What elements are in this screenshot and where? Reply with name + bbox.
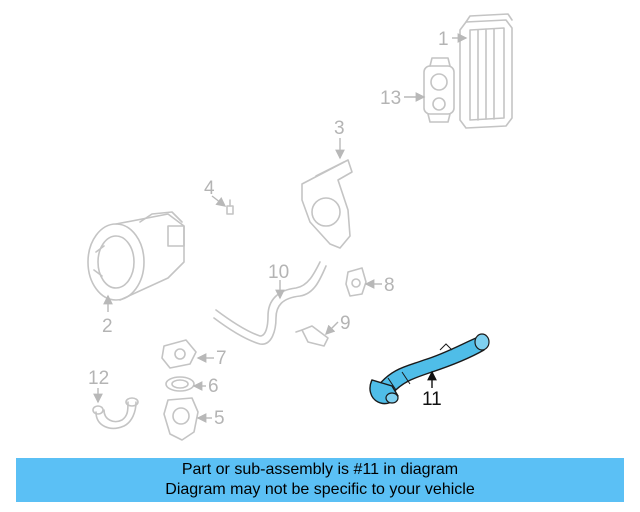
callout-6: 6 xyxy=(208,376,219,397)
part-11-hose-highlighted xyxy=(369,333,490,405)
part-10-hose xyxy=(213,261,327,345)
part-4-bolt xyxy=(226,199,234,215)
caption-line-2: Diagram may not be specific to your vehi… xyxy=(165,481,475,498)
callout-11: 11 xyxy=(422,389,442,410)
part-5-valve-body xyxy=(163,397,199,441)
part-8-gasket xyxy=(345,267,367,297)
part-7-flange xyxy=(161,339,197,369)
callout-7: 7 xyxy=(216,348,227,369)
callout-8: 8 xyxy=(384,275,395,296)
part-2-pump xyxy=(87,211,185,301)
caption-banner: Part or sub-assembly is #11 in diagram D… xyxy=(16,458,624,502)
callout-5: 5 xyxy=(214,408,225,429)
part-3-bracket xyxy=(301,159,353,249)
callout-13: 13 xyxy=(380,88,401,109)
part-6-seal xyxy=(165,376,195,392)
callout-2: 2 xyxy=(102,316,113,337)
part-12-pipe xyxy=(92,397,139,430)
part-9-sensor xyxy=(295,325,329,347)
caption-line-1: Part or sub-assembly is #11 in diagram xyxy=(181,461,459,478)
callout-9: 9 xyxy=(340,313,351,334)
callout-12: 12 xyxy=(88,368,109,389)
callout-3: 3 xyxy=(334,118,345,139)
part-13-valve xyxy=(423,57,455,123)
callout-10: 10 xyxy=(268,262,289,283)
part-1-cooler xyxy=(459,13,513,129)
callout-4: 4 xyxy=(204,178,215,199)
callout-1: 1 xyxy=(438,29,449,50)
